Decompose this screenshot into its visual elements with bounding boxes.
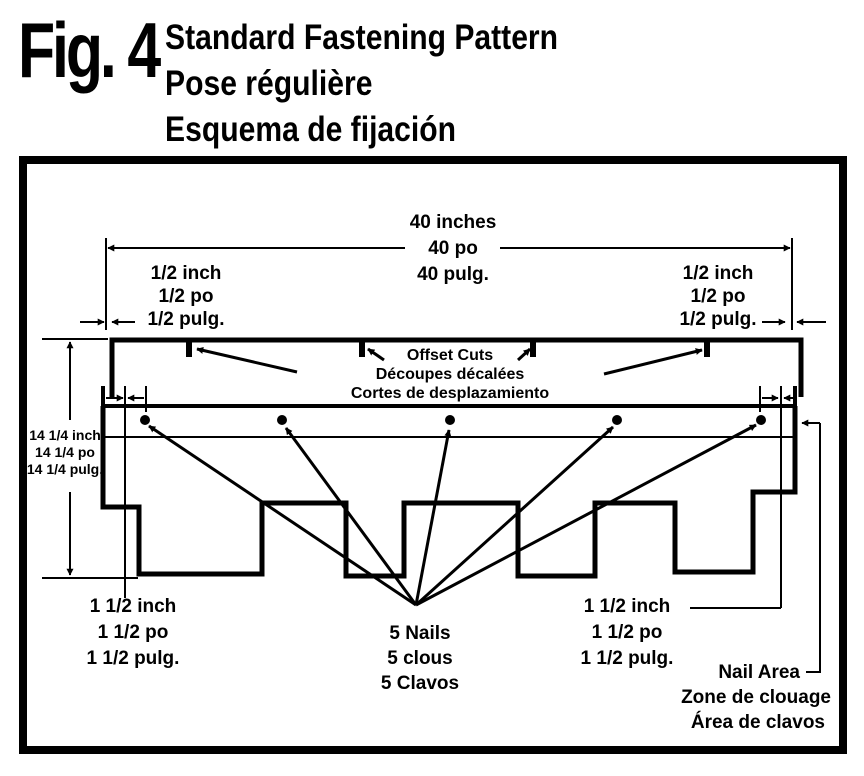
edge-offset-right-es: 1/2 pulg. (679, 309, 756, 330)
nail-area-fr: Zone de clouage (681, 687, 831, 708)
edge-offset-right-en: 1/2 inch (683, 263, 754, 284)
offset-cut-arrows (196, 347, 703, 376)
title-english: Standard Fastening Pattern (165, 18, 559, 57)
nails-label-fr: 5 clous (387, 648, 452, 669)
height-label-es: 14 1/4 pulg. (27, 461, 103, 477)
figure-label: Fig. 4 (18, 6, 161, 94)
nail-pointers (148, 423, 757, 607)
offset-cuts-es: Cortes de desplazamiento (351, 385, 550, 402)
width-label-fr: 40 po (428, 238, 478, 259)
nail-inset-dimensions (106, 386, 795, 609)
width-label-es: 40 pulg. (417, 264, 489, 285)
nail-inset-left-es: 1 1/2 pulg. (87, 648, 180, 669)
height-label-fr: 14 1/4 po (35, 444, 95, 460)
title-french: Pose régulière (165, 64, 373, 103)
diagram-frame (19, 156, 847, 754)
nail-dots (140, 415, 766, 425)
edge-offset-left-es: 1/2 pulg. (147, 309, 224, 330)
edge-offset-right-fr: 1/2 po (691, 286, 746, 307)
nails-label-en: 5 Nails (389, 623, 450, 644)
nails-label-es: 5 Clavos (381, 673, 459, 694)
width-label-en: 40 inches (410, 212, 497, 233)
title-spanish: Esquema de fijación (165, 110, 457, 149)
height-label-en: 14 1/4 inch (29, 427, 101, 443)
nail-area-en: Nail Area (718, 662, 800, 683)
height-dimension (42, 338, 138, 579)
offset-cuts-en: Offset Cuts (407, 347, 493, 364)
nail-inset-right-es: 1 1/2 pulg. (581, 648, 674, 669)
nail-inset-right-en: 1 1/2 inch (584, 596, 671, 617)
width-dimension (105, 238, 793, 330)
offset-cuts-fr: Découpes décalées (376, 366, 525, 383)
nail-area-bracket (801, 419, 821, 673)
nail-inset-left-fr: 1 1/2 po (98, 622, 169, 643)
edge-offset-left-fr: 1/2 po (159, 286, 214, 307)
offset-cut-marks (186, 340, 710, 357)
bottom-shingle-tabs (100, 406, 798, 579)
nail-inset-left-en: 1 1/2 inch (90, 596, 177, 617)
nail-inset-right-fr: 1 1/2 po (592, 622, 663, 643)
bottom-shingle (101, 386, 797, 408)
nail-area-es: Área de clavos (691, 711, 825, 733)
top-shingle (109, 337, 804, 397)
edge-offset-left-en: 1/2 inch (151, 263, 222, 284)
